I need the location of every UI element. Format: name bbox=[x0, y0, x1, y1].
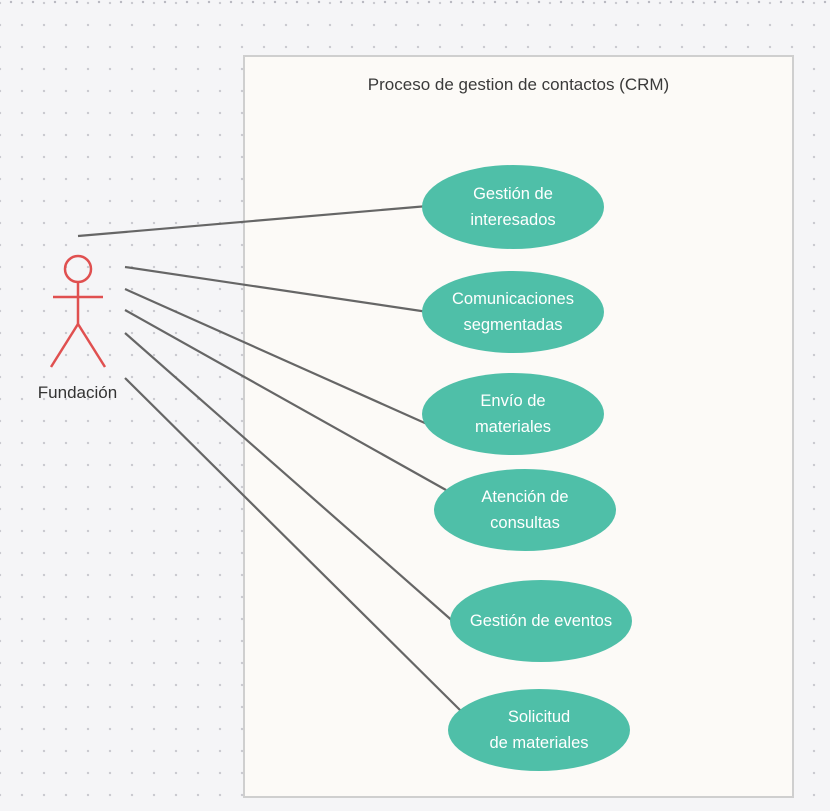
association-line-solicitud-materiales[interactable] bbox=[124, 377, 463, 713]
association-line-gestion-interesados[interactable] bbox=[77, 204, 429, 238]
stick-figure-actor-icon[interactable] bbox=[46, 254, 110, 372]
actor-label: Fundación bbox=[37, 383, 118, 402]
use-case-gestion-interesados[interactable]: Gestión de interesados bbox=[422, 165, 604, 249]
association-line-envio-materiales[interactable] bbox=[124, 287, 437, 430]
use-case-envio-materiales[interactable]: Envío de materiales bbox=[422, 373, 604, 455]
system-boundary-title: Proceso de gestion de contactos (CRM) bbox=[367, 75, 670, 94]
association-line-comunicaciones-segmentadas[interactable] bbox=[124, 265, 429, 314]
use-case-gestion-eventos[interactable]: Gestión de eventos bbox=[450, 580, 632, 662]
use-case-comunicaciones-segmentadas[interactable]: Comunicaciones segmentadas bbox=[422, 271, 604, 353]
canvas-top-edge bbox=[0, 0, 830, 4]
association-line-atencion-consultas[interactable] bbox=[124, 309, 447, 491]
association-line-gestion-eventos[interactable] bbox=[124, 332, 457, 625]
use-case-atencion-consultas[interactable]: Atención de consultas bbox=[434, 469, 616, 551]
use-case-solicitud-materiales[interactable]: Solicitud de materiales bbox=[448, 689, 630, 771]
